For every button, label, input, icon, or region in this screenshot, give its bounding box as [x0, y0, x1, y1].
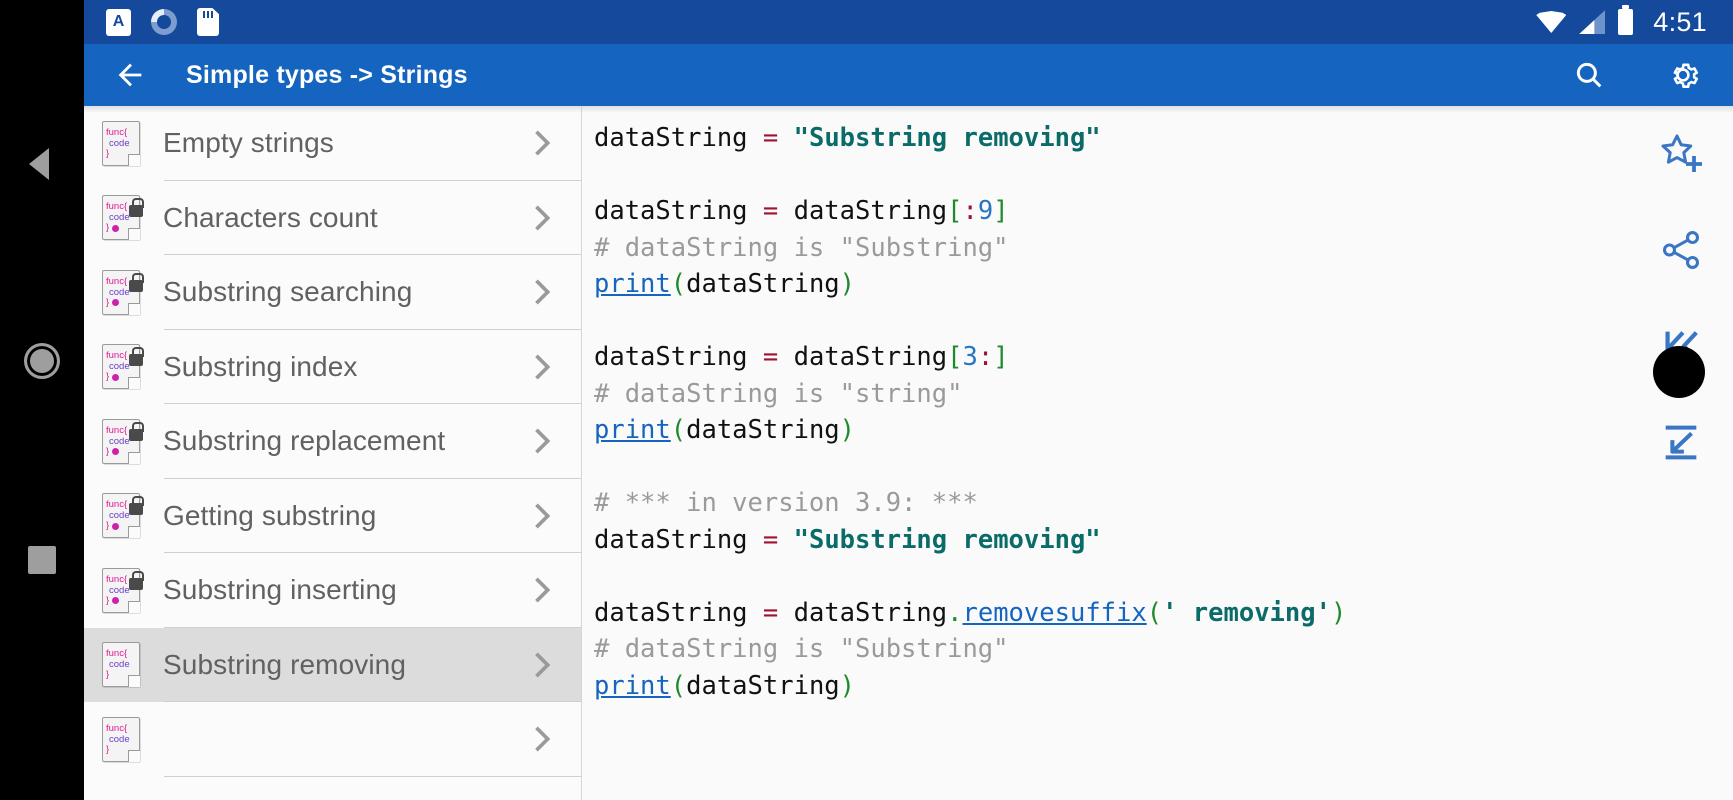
- list-item-label: Substring removing: [163, 648, 407, 680]
- page-title: Simple types -> Strings: [186, 60, 468, 89]
- content-area: func{code} Empty strings func{code} Charact…: [84, 106, 1733, 800]
- app-window: A 4:51 Simple types -> Strings: [84, 0, 1733, 800]
- list-item[interactable]: func{code} Substring removing: [84, 627, 581, 702]
- chevron-right-icon: [535, 205, 551, 231]
- cellular-signal-icon: [1579, 10, 1606, 34]
- source-code: dataString = "Substring removing" dataSt…: [594, 123, 1347, 701]
- list-item-label: Substring replacement: [163, 425, 446, 457]
- list-item-label: Substring searching: [163, 276, 413, 308]
- chevron-right-icon: [535, 577, 551, 603]
- code-doc-icon: func{code}: [97, 120, 145, 166]
- list-item[interactable]: func{code} Getting substring: [84, 479, 581, 553]
- code-viewer[interactable]: dataString = "Substring removing" dataSt…: [582, 106, 1733, 800]
- list-item[interactable]: func{code} Substring searching: [84, 255, 581, 330]
- list-item-label: Characters count: [163, 201, 378, 233]
- code-doc-icon: func{code}: [97, 716, 145, 762]
- chevron-right-icon: [535, 652, 551, 678]
- lock-icon: [129, 347, 144, 367]
- chevron-right-icon: [535, 726, 551, 752]
- search-icon[interactable]: [1567, 53, 1611, 97]
- status-bar-left-icons: A: [106, 8, 219, 36]
- side-action-rail: [1629, 106, 1733, 800]
- lock-icon: [129, 272, 144, 292]
- list-item-label: Substring inserting: [163, 574, 397, 606]
- code-doc-icon: func{code}: [97, 195, 145, 241]
- wifi-icon: [1536, 11, 1567, 33]
- touch-indicator: [1653, 346, 1705, 398]
- lock-icon: [129, 570, 144, 590]
- lock-icon: [129, 198, 144, 218]
- code-doc-icon: func{code}: [97, 344, 145, 390]
- code-doc-icon: func{code}: [97, 567, 145, 613]
- list-item-label: Empty strings: [163, 127, 334, 159]
- list-item[interactable]: func{code} Substring replacement: [84, 404, 581, 479]
- android-navigation-bar: [0, 0, 84, 800]
- status-bar-right-icons: 4:51: [1536, 5, 1719, 38]
- sync-icon: [151, 9, 177, 35]
- chevron-right-icon: [535, 428, 551, 454]
- list-item[interactable]: func{code} Empty strings: [84, 106, 581, 181]
- list-item-label: Substring index: [163, 350, 358, 382]
- subtitles-icon: A: [106, 8, 131, 36]
- lock-icon: [129, 421, 144, 441]
- back-arrow-icon[interactable]: [108, 53, 152, 97]
- list-item[interactable]: func{code} Characters count: [84, 181, 581, 255]
- add-to-favorites-icon[interactable]: [1651, 124, 1711, 184]
- android-back-button[interactable]: [29, 148, 49, 180]
- android-recents-button[interactable]: [28, 546, 56, 574]
- code-doc-icon: func{code}: [97, 642, 145, 688]
- status-bar: A 4:51: [84, 0, 1733, 44]
- app-bar-actions: [1567, 53, 1711, 97]
- chevron-right-icon: [535, 279, 551, 305]
- topic-list[interactable]: func{code} Empty strings func{code} Charact…: [84, 106, 582, 800]
- list-item[interactable]: func{code} Substring inserting: [84, 553, 581, 628]
- chevron-right-icon: [535, 354, 551, 380]
- android-home-button[interactable]: [24, 343, 60, 379]
- sd-card-icon: [197, 8, 219, 36]
- lock-icon: [129, 496, 144, 516]
- gear-icon[interactable]: [1661, 53, 1705, 97]
- share-icon[interactable]: [1651, 220, 1711, 280]
- code-doc-icon: func{code}: [97, 418, 145, 464]
- chevron-right-icon: [535, 130, 551, 156]
- list-item[interactable]: func{code} Substring index: [84, 330, 581, 404]
- chevron-right-icon: [535, 503, 551, 529]
- code-doc-icon: func{code}: [97, 269, 145, 315]
- battery-icon: [1618, 5, 1634, 35]
- list-item-label: Getting substring: [163, 499, 377, 531]
- code-doc-icon: func{code}: [97, 493, 145, 539]
- collapse-down-icon[interactable]: [1651, 412, 1711, 472]
- status-bar-clock: 4:51: [1653, 6, 1707, 37]
- list-item[interactable]: func{code}: [84, 702, 581, 777]
- app-bar: Simple types -> Strings: [84, 44, 1733, 106]
